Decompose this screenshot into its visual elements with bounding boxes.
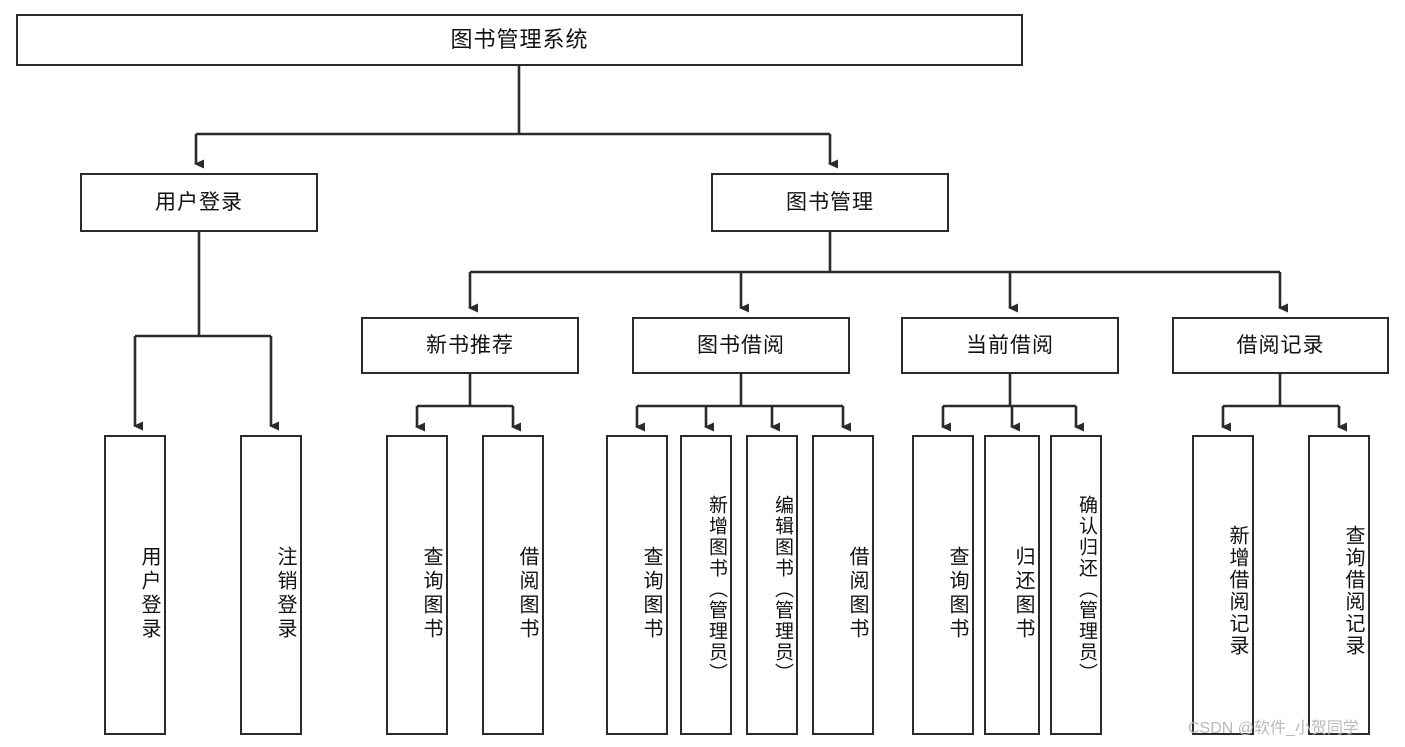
node-borrow-record-label: 借阅记录 (1236, 333, 1325, 357)
node-leaf-return-book[interactable]: 归还图书 (984, 435, 1040, 735)
node-leaf-add-book-label: 新增图书（管理员） (706, 494, 727, 684)
node-leaf-borrow-book-rec-label: 借阅图书 (516, 546, 538, 642)
node-leaf-add-book[interactable]: 新增图书（管理员） (680, 435, 732, 735)
node-leaf-borrow-book-rec[interactable]: 借阅图书 (482, 435, 544, 735)
node-leaf-query-record[interactable]: 查询借阅记录 (1308, 435, 1370, 735)
node-leaf-borrow-book[interactable]: 借阅图书 (812, 435, 874, 735)
node-leaf-query-book-rec[interactable]: 查询图书 (386, 435, 448, 735)
node-user-login-label: 用户登录 (155, 190, 243, 214)
node-leaf-confirm-return-label: 确认归还（管理员） (1076, 494, 1097, 684)
node-leaf-borrow-book-label: 借阅图书 (846, 546, 868, 642)
node-leaf-add-record[interactable]: 新增借阅记录 (1192, 435, 1254, 735)
node-leaf-query-record-label: 查询借阅记录 (1342, 525, 1364, 657)
node-leaf-query-book-cur-label: 查询图书 (946, 546, 968, 642)
node-leaf-query-book-rec-label: 查询图书 (420, 546, 442, 642)
node-book-manage-label: 图书管理 (786, 190, 874, 214)
node-new-book-rec-label: 新书推荐 (426, 333, 514, 357)
node-current-borrow[interactable]: 当前借阅 (901, 317, 1119, 374)
node-leaf-return-book-label: 归还图书 (1012, 546, 1034, 642)
node-root[interactable]: 图书管理系统 (16, 14, 1023, 66)
node-user-login[interactable]: 用户登录 (80, 173, 318, 232)
node-new-book-rec[interactable]: 新书推荐 (361, 317, 579, 374)
node-leaf-user-logout-label: 注销登录 (274, 546, 296, 642)
node-leaf-query-book-cur[interactable]: 查询图书 (912, 435, 974, 735)
node-borrow-record[interactable]: 借阅记录 (1172, 317, 1389, 374)
node-leaf-confirm-return[interactable]: 确认归还（管理员） (1050, 435, 1102, 735)
node-leaf-edit-book-label: 编辑图书（管理员） (772, 494, 793, 684)
csdn-watermark: CSDN @软件_小贺同学 (1188, 720, 1359, 737)
node-root-label: 图书管理系统 (450, 26, 589, 52)
node-book-borrow[interactable]: 图书借阅 (632, 317, 850, 374)
node-leaf-user-login[interactable]: 用户登录 (104, 435, 166, 735)
node-leaf-edit-book[interactable]: 编辑图书（管理员） (746, 435, 798, 735)
node-leaf-add-record-label: 新增借阅记录 (1226, 525, 1248, 657)
node-current-borrow-label: 当前借阅 (966, 333, 1054, 357)
node-leaf-query-book-borrow-label: 查询图书 (640, 546, 662, 642)
node-book-manage[interactable]: 图书管理 (711, 173, 949, 232)
node-book-borrow-label: 图书借阅 (697, 333, 785, 357)
node-leaf-user-logout[interactable]: 注销登录 (240, 435, 302, 735)
node-leaf-user-login-label: 用户登录 (138, 546, 160, 642)
node-leaf-query-book-borrow[interactable]: 查询图书 (606, 435, 668, 735)
